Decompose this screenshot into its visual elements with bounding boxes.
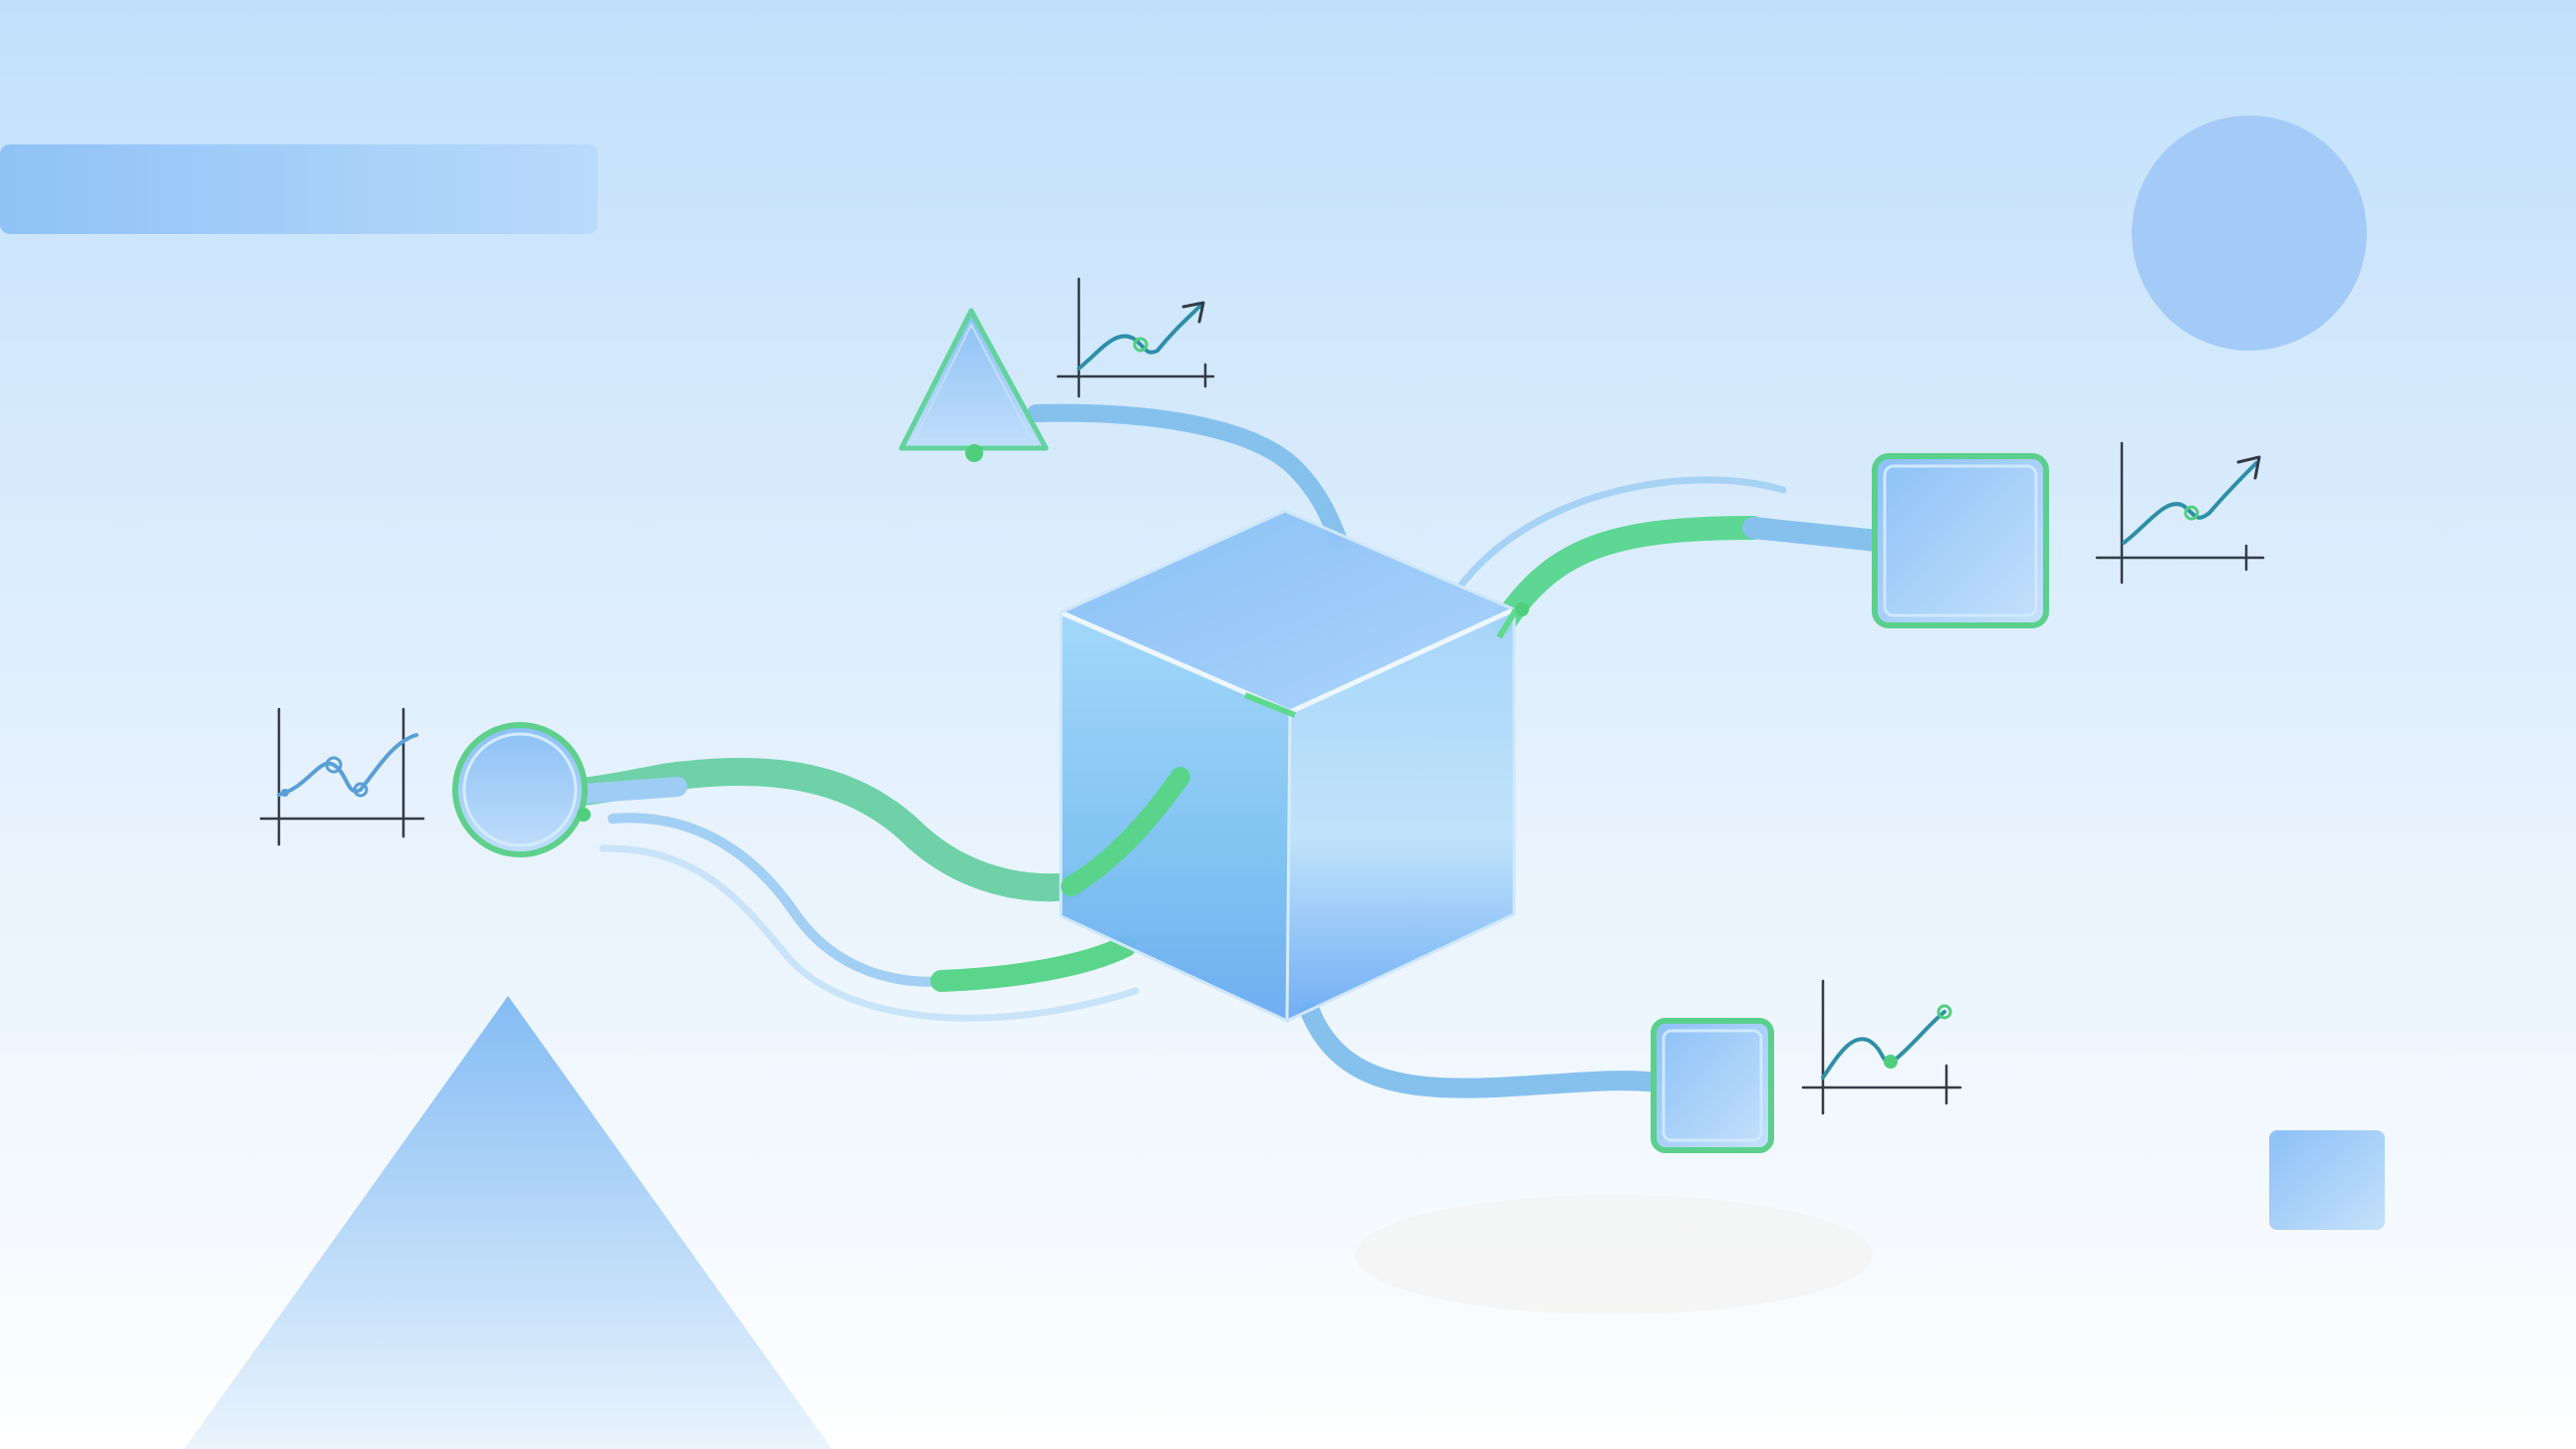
- cube-edge-vertical: [1285, 711, 1292, 1022]
- trend-chart-bottom: [1801, 979, 1962, 1115]
- connector-circle-faint: [599, 845, 1140, 1022]
- circle-node-shape: [452, 722, 588, 857]
- trend-chart-left: [259, 707, 425, 846]
- cube-left-face: [1061, 612, 1290, 1021]
- connector-right-green: [1492, 516, 1765, 634]
- decorative-bar: [0, 144, 598, 234]
- connector-right-blue: [1742, 517, 1889, 552]
- square-node-right-inner: [1883, 464, 2038, 617]
- square-node-right-dot: [1515, 603, 1529, 616]
- triangle-node-inner: [912, 322, 1034, 441]
- trend-chart-right: [2095, 441, 2265, 585]
- trend-chart-icon: [259, 277, 2265, 1115]
- square-node-bottom-inner: [1662, 1029, 1763, 1142]
- connector-circle-lower: [608, 813, 956, 987]
- cube-edge-glow: [1243, 607, 1519, 718]
- circle-node-inner: [462, 732, 578, 847]
- connector-cube-bottom: [1300, 1001, 1669, 1098]
- decorative-square: [2269, 1130, 2385, 1230]
- connector-circle-start: [573, 777, 687, 804]
- circle-node-dot: [577, 808, 591, 822]
- connector-bottom-green: [930, 935, 1137, 992]
- connector-triangle-cube: [1027, 403, 1349, 552]
- square-node-icon: [1515, 453, 2049, 628]
- connector-right-thin: [1455, 476, 1787, 592]
- square-node-right: [1872, 453, 2049, 628]
- square-node-bottom: [1651, 1018, 1774, 1153]
- soft-shadow: [1355, 1195, 1873, 1315]
- trend-chart-top: [1056, 277, 1215, 398]
- connector-lines: [569, 403, 1889, 1098]
- square-node-icon: [1651, 1018, 1774, 1153]
- cube-right-face: [1287, 609, 1514, 1021]
- cube-inner-green-curve: [1061, 767, 1190, 896]
- triangle-node-dot: [965, 444, 983, 462]
- triangle-node-icon: [899, 308, 1049, 462]
- circle-node-icon: [452, 722, 591, 857]
- decorative-circle: [2132, 116, 2367, 351]
- cube-icon: [1059, 509, 1519, 1023]
- decorative-triangle: [184, 996, 832, 1449]
